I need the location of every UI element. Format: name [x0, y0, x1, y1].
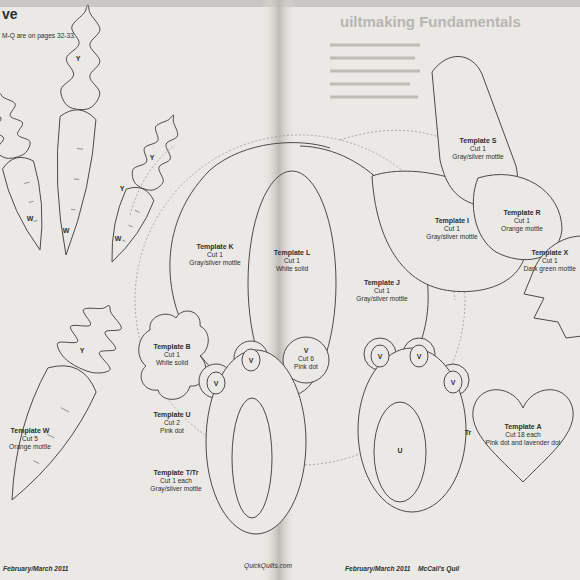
template-l: Template LCut 1White solid	[273, 249, 311, 272]
template-v: VCut 6Pink dot	[293, 347, 319, 370]
template-note: Cut 1	[425, 225, 478, 233]
carrot-ridge	[122, 210, 140, 241]
footer-site: QuickQuilts.com	[244, 563, 292, 570]
piece-letter: Y	[120, 185, 125, 192]
template-note: Pink dot	[293, 363, 319, 371]
template-note: Cut 1	[451, 145, 504, 153]
template-j: Template JCut 1Gray/silver mottle	[355, 279, 408, 302]
piece-letter: Y	[76, 55, 81, 62]
piece-letter: W	[27, 215, 34, 222]
bunny-outline	[139, 56, 580, 534]
right-foot	[358, 338, 469, 512]
carrot-ridge	[24, 182, 37, 221]
template-name: Template A	[485, 423, 562, 431]
carrot-leaf	[0, 93, 30, 158]
template-a: Template ACut 18 eachPink dot and lavend…	[485, 423, 562, 446]
template-s: Template SCut 1Gray/silver mottle	[451, 137, 504, 160]
template-note: Gray/silver mottle	[149, 485, 202, 493]
carrot-body	[112, 187, 154, 262]
footer-magazine: McCall's Quil	[418, 566, 459, 573]
template-name: Template U	[152, 411, 191, 419]
template-name: V	[293, 347, 319, 355]
carrot-leaf	[61, 5, 100, 110]
template-name: Template I	[425, 217, 478, 225]
template-note: Pink dot	[152, 427, 191, 435]
template-name: Template X	[523, 249, 577, 257]
carrot-body	[57, 110, 96, 255]
template-b: Template BCut 1White solid	[152, 343, 191, 366]
carrot	[12, 306, 121, 500]
template-name: Template T/Tr	[149, 469, 202, 477]
template-name: Template S	[451, 137, 504, 145]
piece-letter: V	[378, 353, 383, 360]
piece-letter: Y	[80, 347, 85, 354]
piece-letter: W	[115, 235, 122, 242]
template-note: Orange mottle	[500, 225, 544, 233]
template-u: Template UCut 2Pink dot	[152, 411, 191, 434]
piece-letter: V	[451, 379, 456, 386]
carrot-ridge	[33, 408, 69, 464]
footer-date: February/March 2011	[345, 566, 410, 573]
left-foot	[199, 337, 329, 534]
carrot-leaf	[132, 115, 177, 190]
piece-letter: Y	[150, 154, 155, 161]
template-note: Gray/silver mottle	[355, 295, 408, 303]
template-note: Gray/silver mottle	[425, 233, 478, 241]
carrot	[112, 115, 178, 262]
template-name: Template K	[188, 243, 241, 251]
piece-letter: V	[417, 353, 422, 360]
template-note: Cut 1	[152, 351, 191, 359]
template-note: Cut 6	[293, 355, 319, 363]
template-note: Gray/silver mottle	[188, 259, 241, 267]
footer-date: February/March 2011	[3, 566, 68, 573]
template-a-outline	[473, 390, 573, 482]
template-note: Cut 1	[500, 217, 544, 225]
piece-letter: W	[63, 227, 70, 234]
carrot	[57, 5, 100, 255]
template-note: Cut 5	[8, 435, 52, 443]
carrot-ridge	[71, 149, 83, 210]
template-note: Orange mottle	[8, 443, 52, 451]
template-note: Cut 1	[355, 287, 408, 295]
template-k: Template KCut 1Gray/silver mottle	[188, 243, 241, 266]
template-w: Template WCut 5Orange mottle	[8, 427, 52, 450]
page-heading: uiltmaking Fundamentals	[340, 14, 521, 29]
template-r-outline	[473, 175, 562, 260]
carrot-body	[3, 157, 42, 250]
template-name: Template R	[500, 209, 544, 217]
template-note: White solid	[152, 359, 191, 367]
template-b-outline	[139, 311, 209, 399]
template-note: Cut 1	[523, 257, 577, 265]
template-note: Cut 2	[152, 419, 191, 427]
template-note: Cut 1	[188, 251, 241, 259]
template-note: Cut 1	[273, 257, 311, 265]
note: M-Q are on pages 32-33.	[2, 33, 76, 40]
template-i: Template ICut 1Gray/silver mottle	[425, 217, 478, 240]
template-note: Gray/silver mottle	[451, 153, 504, 161]
template-r: Template RCut 1Orange mottle	[500, 209, 544, 232]
carrot	[0, 93, 42, 250]
carrot-group	[0, 5, 178, 500]
piece-letter: V	[249, 357, 254, 364]
template-name: Template B	[152, 343, 191, 351]
piece-letter: U	[397, 447, 402, 454]
template-name: Template J	[355, 279, 408, 287]
carrot-leaf	[57, 306, 121, 373]
template-note: Cut 1 each	[149, 477, 202, 485]
show-through-lines	[330, 45, 420, 97]
template-name: Template L	[273, 249, 311, 257]
template-x: Template XCut 1Dark green mottle	[523, 249, 577, 272]
heading-fragment: ve	[2, 7, 18, 21]
template-note: Cut 18 each	[485, 431, 562, 439]
template-note: Dark green mottle	[523, 265, 577, 273]
template-name: Template W	[8, 427, 52, 435]
piece-letter: Tr	[465, 429, 472, 436]
template-note: Pink dot and lavender dot	[485, 439, 562, 447]
template-note: White solid	[273, 265, 311, 273]
template-tr: Template T/TrCut 1 eachGray/silver mottl…	[149, 469, 202, 492]
piece-letter: V	[214, 380, 219, 387]
